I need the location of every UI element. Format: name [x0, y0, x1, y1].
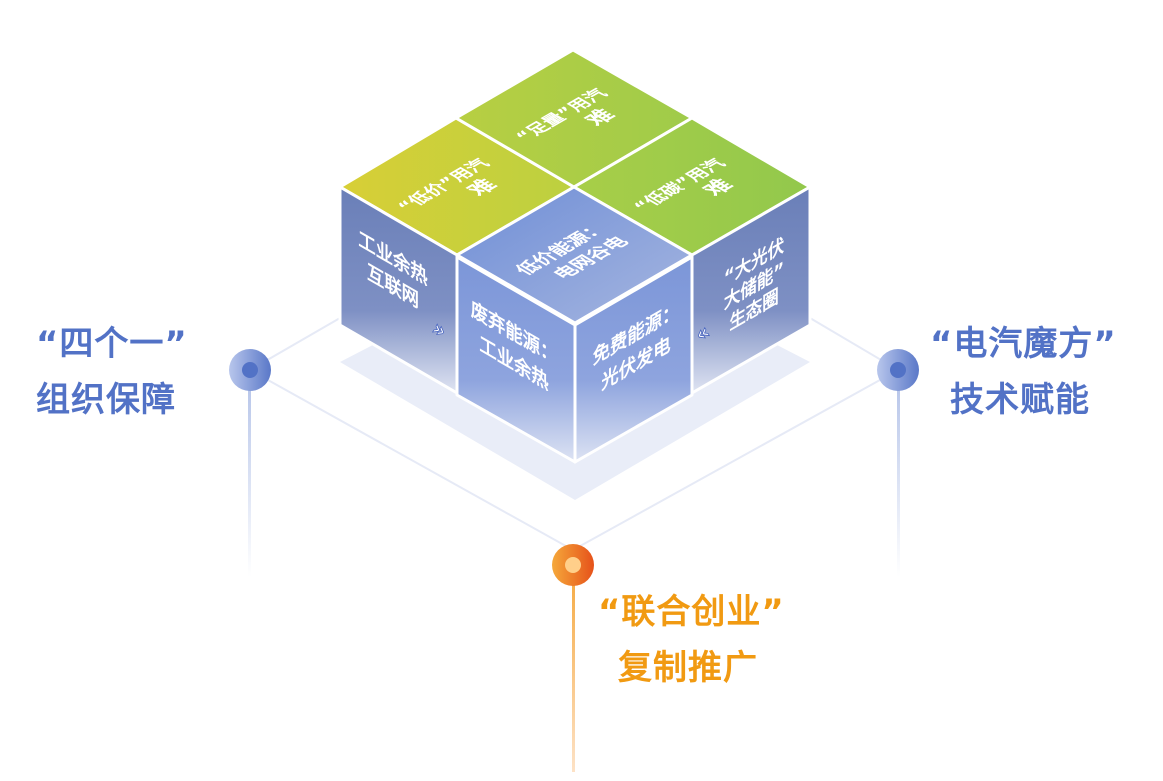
- left-pillar-line: [248, 372, 251, 577]
- face-side-free-energy: [573, 255, 694, 464]
- pillar-bottom-line2: 复制推广: [618, 648, 758, 688]
- right-node-icon: [877, 349, 919, 391]
- pillar-right-line2: 技术赋能: [950, 380, 1090, 420]
- right-pillar-line: [897, 372, 900, 577]
- pillar-right-line1: “电汽魔方”: [930, 324, 1117, 364]
- pillar-right-label: “电汽魔方” 技术赋能: [930, 316, 1117, 428]
- face-side-ecosystem: [690, 185, 812, 395]
- bottom-pillar-line: [572, 567, 575, 772]
- pillar-left-line1: “四个一”: [36, 324, 188, 364]
- pillar-bottom-label: “联合创业” 复制推广: [598, 584, 785, 696]
- pillar-bottom-line1: “联合创业”: [598, 592, 785, 632]
- pillar-left-line2: 组织保障: [36, 380, 176, 420]
- left-node-icon: [229, 349, 271, 391]
- bottom-node-icon: [552, 544, 594, 586]
- face-top-grid: [455, 185, 694, 325]
- pillar-left-label: “四个一” 组织保障: [36, 316, 188, 428]
